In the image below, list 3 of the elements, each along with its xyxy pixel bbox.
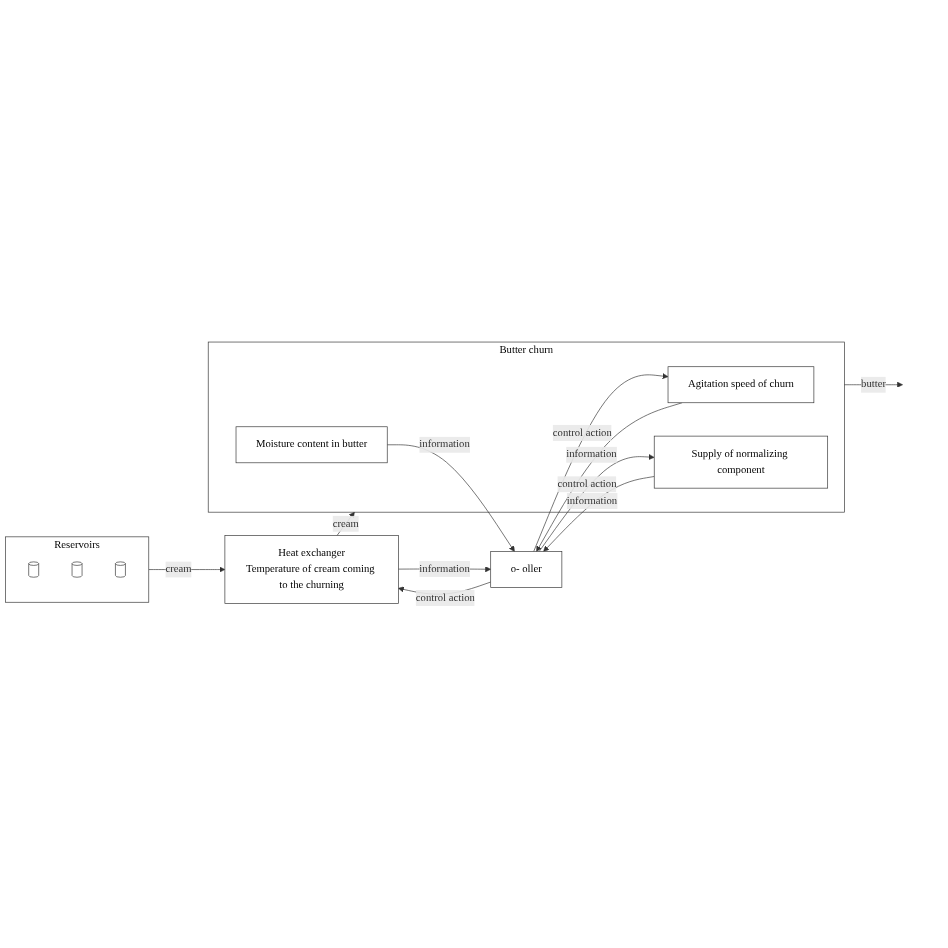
- node-cylinder: [71, 561, 83, 578]
- node-cylinder: [115, 561, 126, 578]
- node-cylinder: [28, 561, 40, 578]
